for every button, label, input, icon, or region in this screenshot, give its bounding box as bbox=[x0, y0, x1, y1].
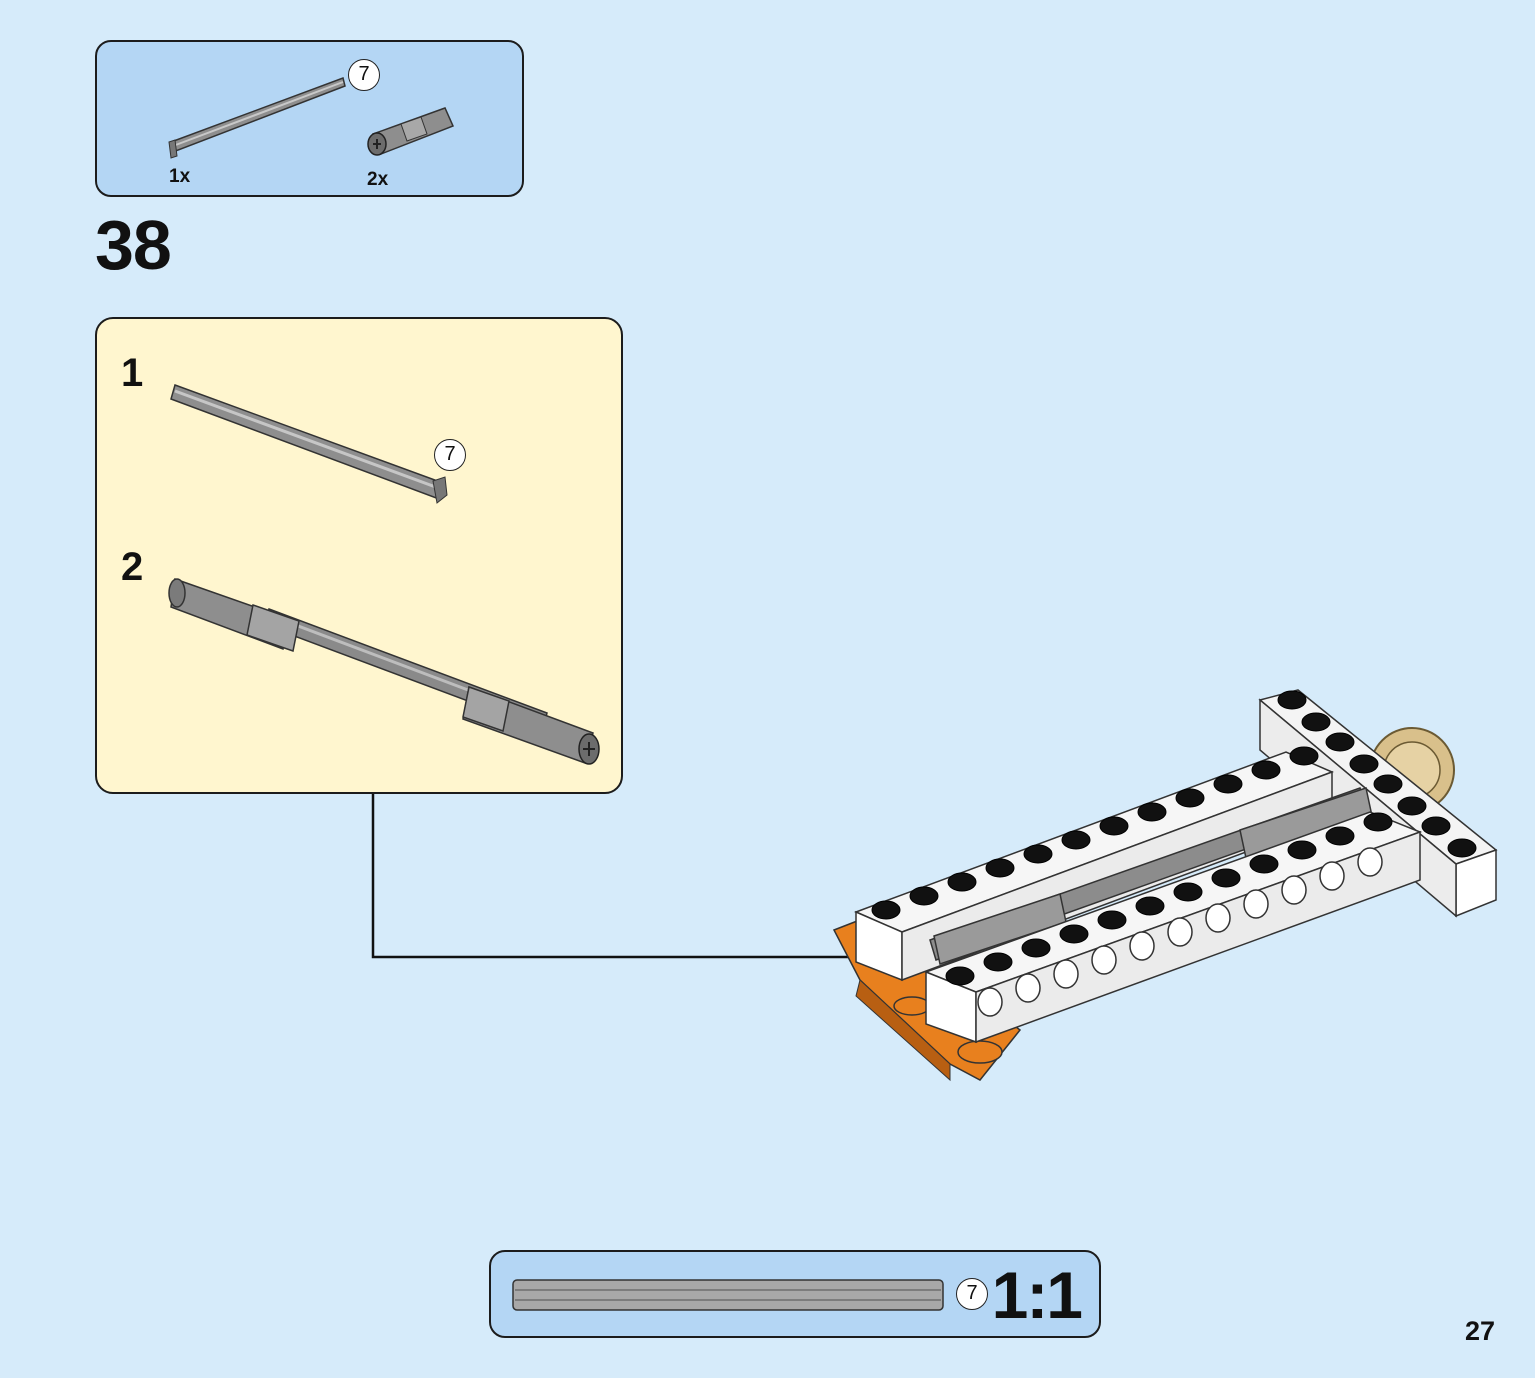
sub-step-1-axle-image bbox=[170, 384, 448, 504]
parts-list-box: 7 1x 2x bbox=[95, 40, 524, 197]
connector-quantity: 2x bbox=[367, 169, 389, 190]
axle-quantity: 1x bbox=[169, 166, 191, 187]
scale-reference-box: 7 1:1 bbox=[489, 1250, 1101, 1338]
scale-label: 1:1 bbox=[991, 1258, 1083, 1332]
sub-step-2-axle-assembly-image bbox=[168, 577, 600, 765]
axle-7-part-image bbox=[168, 77, 346, 159]
model-assembly-image bbox=[832, 689, 1498, 1082]
sub-step-1-length-badge: 7 bbox=[434, 439, 466, 471]
page-number: 27 bbox=[1465, 1316, 1496, 1346]
sub-step-2-label: 2 bbox=[121, 545, 144, 589]
axle-connector-part-image bbox=[367, 107, 455, 156]
sub-step-1-label: 1 bbox=[121, 351, 144, 395]
sub-assembly-box: 1 7 2 bbox=[95, 317, 623, 794]
scale-length-badge: 7 bbox=[956, 1278, 988, 1310]
axle-length-badge: 7 bbox=[348, 59, 380, 91]
step-number: 38 bbox=[95, 206, 172, 284]
scale-axle-image bbox=[512, 1279, 944, 1311]
